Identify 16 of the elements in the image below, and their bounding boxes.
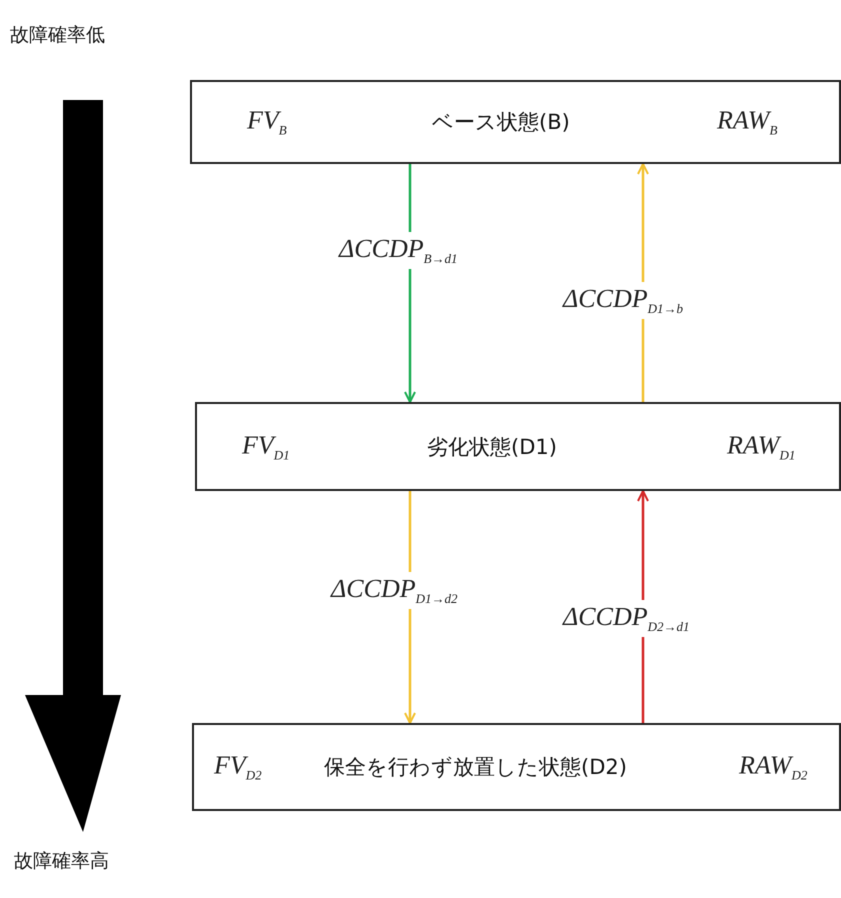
axis-label: 故障確率高 [14, 849, 109, 874]
formula-label: FV$_{D1}$ [242, 430, 290, 464]
state-box [192, 723, 841, 811]
state-label: ベース状態(B) [432, 109, 570, 136]
formula-label: RAW$_{D2}$ [739, 750, 808, 784]
axis-label: 故障確率低 [10, 23, 105, 48]
state-label: 保全を行わず放置した状態(D2) [324, 754, 627, 781]
formula-label: RAW$_{B}$ [717, 105, 778, 139]
state-box [195, 402, 841, 491]
edge-label: ΔCCDP$_{D1→b}$ [560, 282, 686, 320]
formula-label: FV$_{B}$ [247, 105, 287, 139]
formula-label: FV$_{D2}$ [214, 750, 262, 784]
formula-label: RAW$_{D1}$ [727, 430, 796, 464]
state-box [190, 80, 841, 164]
edge-label: ΔCCDP$_{D1→d2}$ [328, 572, 460, 610]
state-label: 劣化状態(D1) [427, 434, 557, 460]
